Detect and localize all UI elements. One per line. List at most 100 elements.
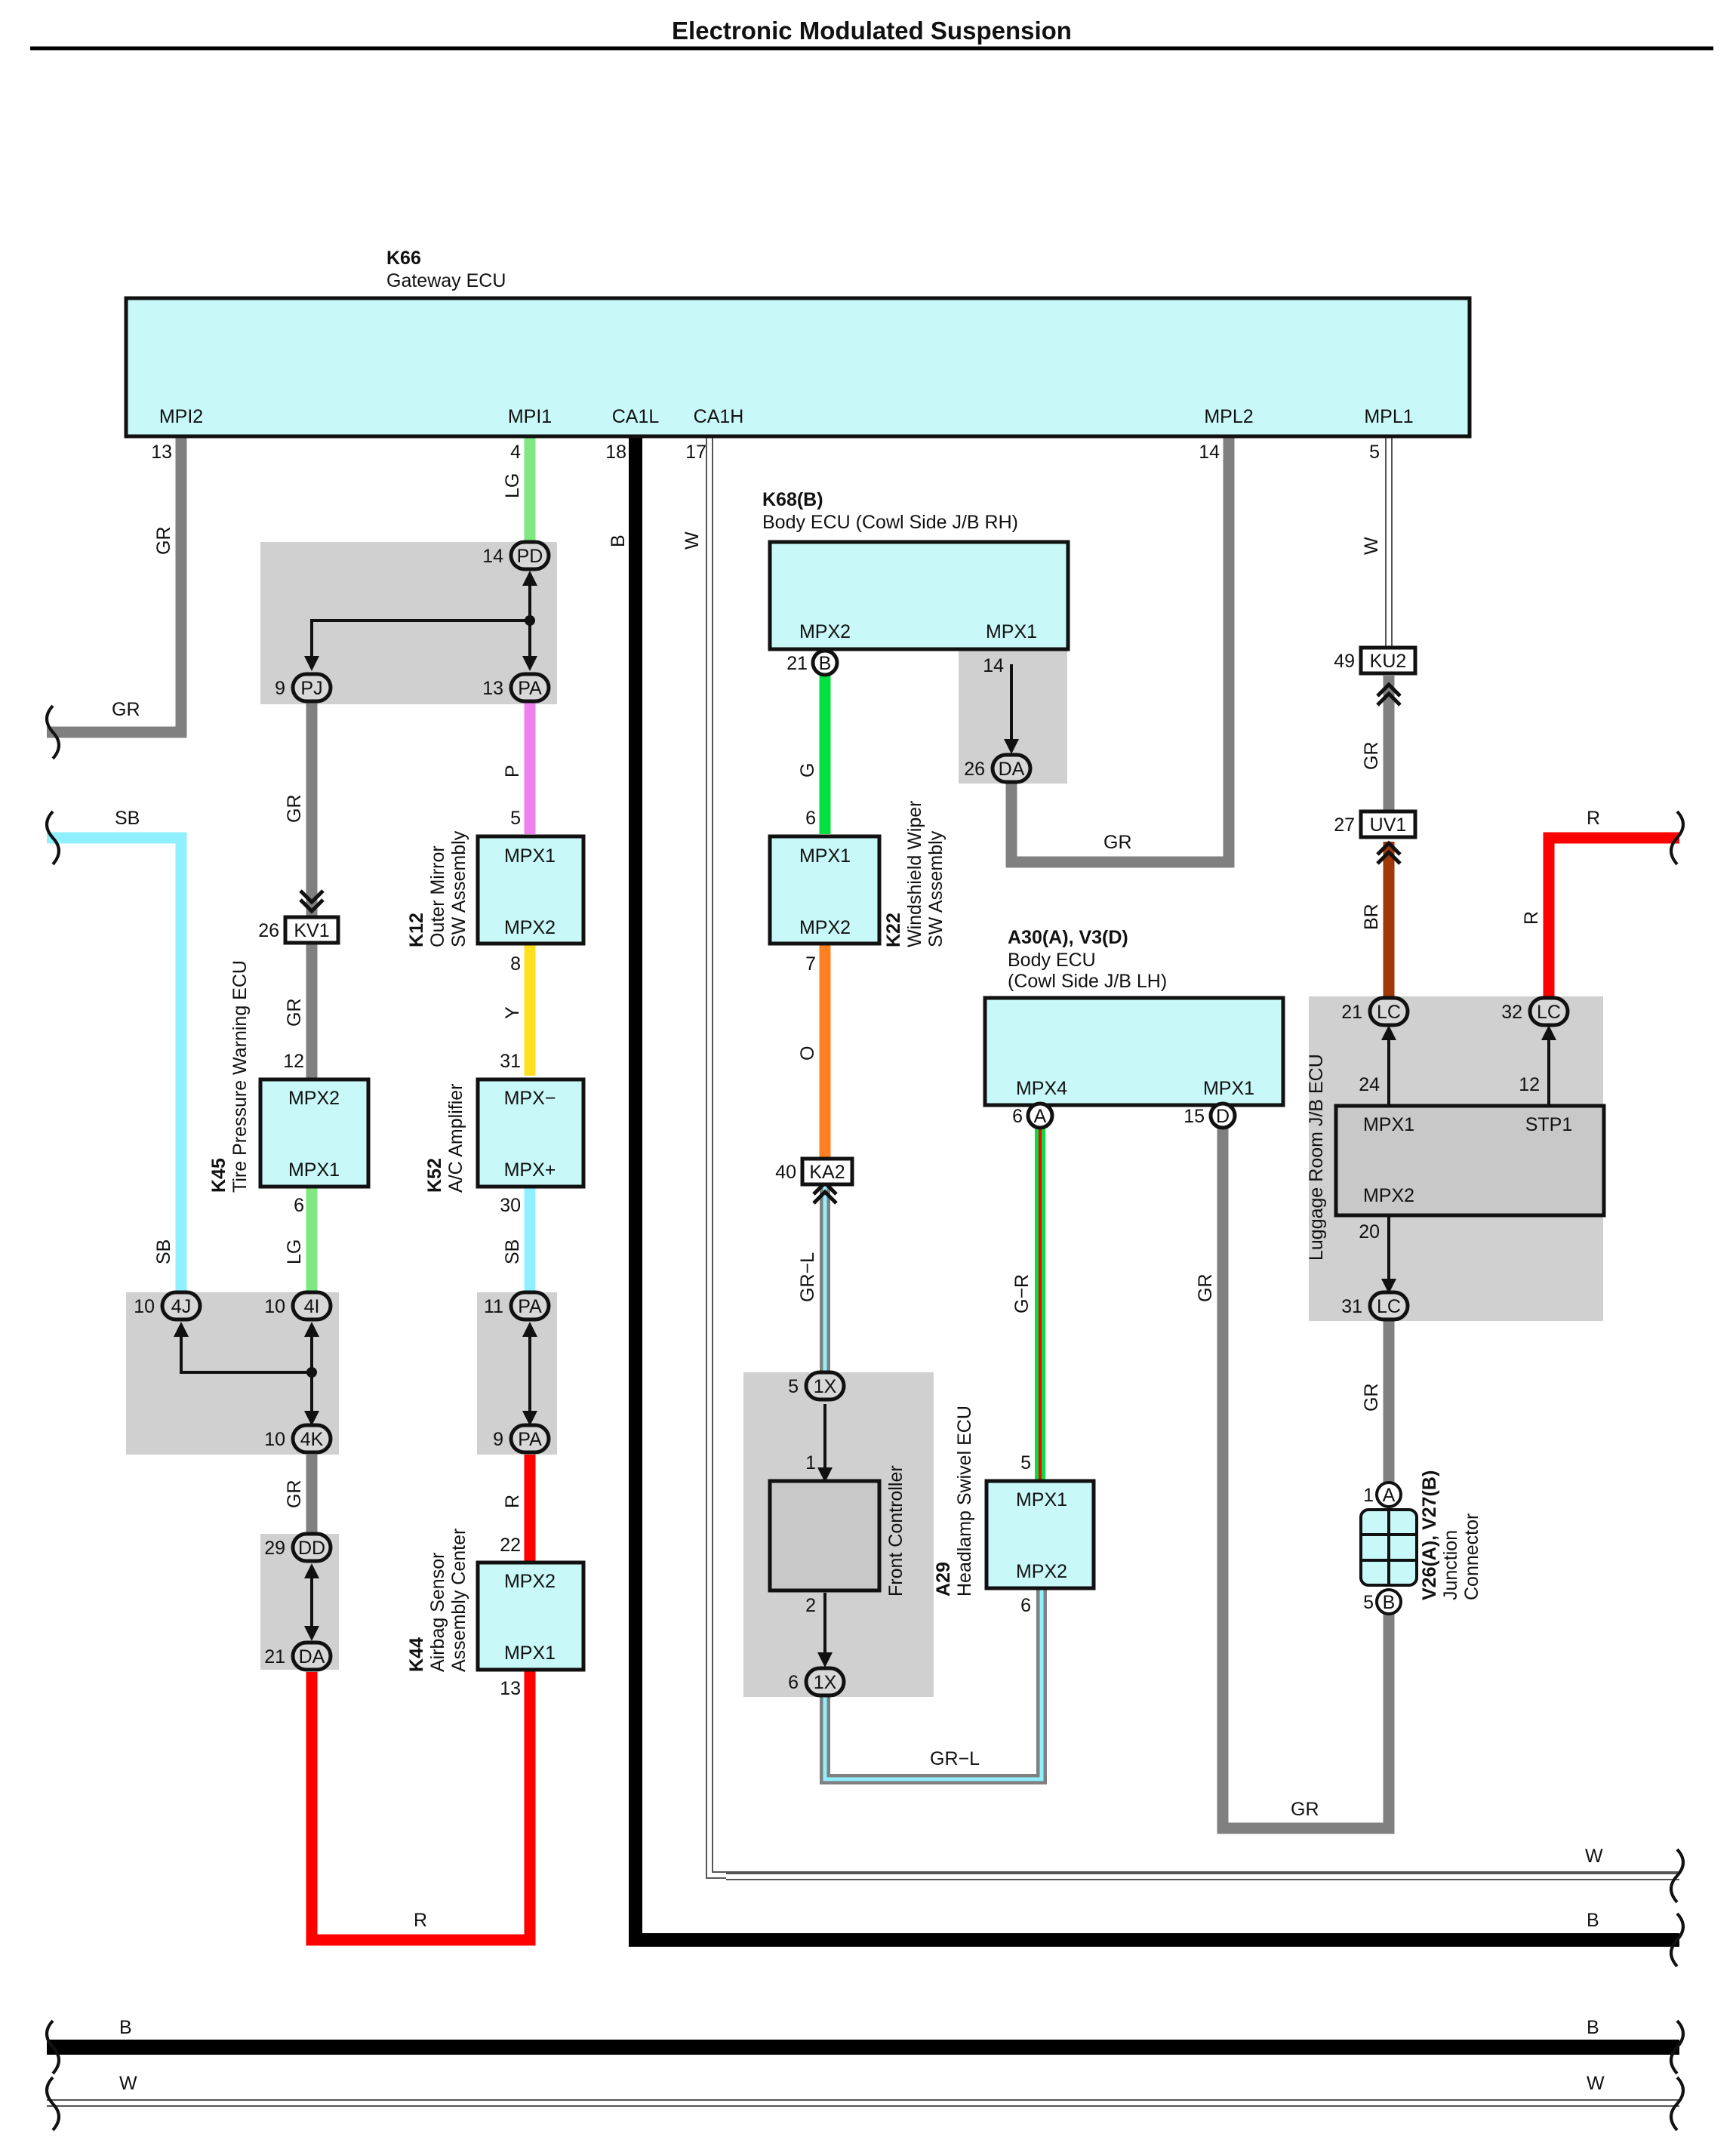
label-connectors-4i: 4I — [304, 1296, 320, 1317]
connector-codes: PD PJ PA KV1 4J 4I 4K DD DA PA PA B DA A… — [171, 546, 1561, 1693]
label-connectors-da: DA — [999, 759, 1025, 780]
outer-mirror-name-1: Outer Mirror — [427, 845, 448, 947]
label-pins-mpx1: MPX1 — [1203, 1078, 1254, 1099]
label-pin-numbers-n15: 15 — [1183, 1106, 1205, 1127]
body-ecu-lh-name-1: Body ECU — [1008, 950, 1096, 971]
gateway-ecu-code: K66 — [386, 248, 421, 269]
label-wire-labels-sb: SB — [153, 1239, 174, 1264]
wiper-sw-name-2: SW Assembly — [925, 830, 946, 947]
label-wire-labels-r: R — [502, 1495, 523, 1508]
label-connectors-b: B — [1383, 1592, 1396, 1613]
tire-pressure-box — [258, 1077, 371, 1189]
label-wire-labels-w: W — [1585, 1846, 1603, 1867]
label-connectors-1x: 1X — [814, 1672, 837, 1693]
inline-chevrons — [299, 682, 1402, 1205]
label-pins-mpx1: MPX1 — [1363, 1114, 1414, 1135]
label-pin-numbers-n20: 20 — [1359, 1221, 1380, 1242]
label-pin-numbers-n6: 6 — [805, 808, 816, 829]
label-pin-numbers-n1: 1 — [805, 1452, 816, 1473]
label-wire-labels-sb: SB — [502, 1239, 523, 1264]
label-pin-numbers-n14: 14 — [983, 655, 1004, 676]
label-pins-mpx2: MPX2 — [504, 1571, 556, 1592]
label-connectors-da: DA — [299, 1646, 325, 1667]
label-wire-labels-lg: LG — [502, 473, 523, 498]
label-pin-numbers-n8: 8 — [510, 953, 521, 975]
label-pin-numbers-n14: 14 — [482, 546, 503, 567]
label-pin-numbers-n13: 13 — [482, 678, 503, 699]
label-wire-labels-b: B — [1587, 1910, 1599, 1931]
label-pins-mpx2: MPX2 — [1363, 1185, 1414, 1206]
body-ecu-lh-name-2: (Cowl Side J/B LH) — [1008, 971, 1167, 992]
tire-pressure-name: Tire Pressure Warning ECU — [229, 960, 251, 1193]
label-wire-labels-gr: GR — [1291, 1799, 1319, 1820]
pin-number-labels: 13 4 18 17 14 5 14 9 13 5 8 31 30 26 12 … — [134, 442, 1540, 1699]
label-pins-mpx2: MPX2 — [504, 917, 556, 938]
label-connectors-ku2: KU2 — [1370, 651, 1407, 672]
headlamp-swivel-code: A29 — [933, 1562, 954, 1597]
junction-connector-code: V26(A), V27(B) — [1419, 1470, 1440, 1600]
label-wire-labels-gr: GR — [153, 527, 174, 556]
label-pins-mpxp: MPX+ — [504, 1159, 556, 1181]
wires — [47, 438, 1679, 2107]
label-pin-numbers-n9: 9 — [493, 1429, 503, 1450]
label-pins-mpi1: MPI1 — [508, 406, 552, 427]
label-wire-labels-r: R — [414, 1910, 427, 1931]
label-pin-numbers-n21: 21 — [786, 653, 808, 674]
label-pin-numbers-n10: 10 — [264, 1296, 285, 1317]
page-title: Electronic Modulated Suspension — [672, 17, 1072, 45]
gateway-ecu-box — [124, 296, 1472, 439]
label-wire-labels-gr: GR — [1361, 1384, 1382, 1412]
junction-pins — [1375, 1481, 1402, 1615]
label-pins-mpx1: MPX1 — [288, 1159, 340, 1181]
junction-connector-name-2: Connector — [1461, 1513, 1482, 1600]
label-pin-numbers-n26: 26 — [964, 759, 985, 780]
label-wire-labels-gr: GR — [284, 1480, 305, 1509]
label-pin-numbers-n21: 21 — [1341, 1002, 1362, 1023]
airbag-sensor-box — [476, 1560, 586, 1672]
label-pin-numbers-mpl2: 14 — [1199, 442, 1220, 463]
label-pin-numbers-n5: 5 — [510, 808, 521, 829]
label-pin-numbers-n32: 32 — [1501, 1002, 1522, 1023]
label-pins-mpx1: MPX1 — [1016, 1489, 1067, 1510]
junction-connector-block — [1359, 1508, 1418, 1587]
label-wire-labels-gr: GR — [1195, 1274, 1216, 1303]
label-connectors-dd: DD — [298, 1538, 325, 1559]
label-pin-numbers-mpl1: 5 — [1369, 442, 1380, 463]
label-connectors-pa: PA — [518, 678, 542, 699]
label-pin-numbers-n29: 29 — [264, 1538, 285, 1559]
label-wire-labels-br: BR — [1361, 904, 1382, 930]
headlamp-swivel-box — [984, 1479, 1096, 1590]
label-wire-labels-gr-l: GR−L — [797, 1252, 818, 1302]
luggage-jb-name: Luggage Room J/B ECU — [1306, 1054, 1327, 1261]
label-wire-labels-gr: GR — [1361, 742, 1382, 771]
wiper-sw-box — [768, 834, 882, 946]
label-pin-numbers-n6: 6 — [1020, 1595, 1031, 1616]
label-wire-labels-b: B — [608, 534, 629, 547]
label-pin-numbers-n12: 12 — [1519, 1074, 1540, 1095]
label-connectors-lc: LC — [1537, 1002, 1561, 1023]
outer-mirror-code: K12 — [406, 913, 427, 947]
break-marks — [45, 704, 1685, 2132]
label-connectors-4k: 4K — [300, 1429, 324, 1450]
component-labels: K66 Gateway ECU K68(B) Body ECU (Cowl Si… — [208, 248, 1482, 1672]
label-pin-numbers-n6: 6 — [1012, 1106, 1023, 1127]
label-pin-numbers-n22: 22 — [500, 1535, 521, 1556]
label-connectors-ka2: KA2 — [809, 1162, 845, 1183]
wiper-sw-name-1: Windshield Wiper — [904, 800, 925, 947]
label-pin-numbers-n31: 31 — [500, 1051, 521, 1072]
airbag-sensor-name-2: Assembly Center — [448, 1529, 469, 1672]
label-wire-labels-g: G — [797, 763, 818, 777]
label-pin-numbers-n2: 2 — [805, 1595, 816, 1616]
label-connectors-kv1: KV1 — [294, 920, 329, 941]
label-pin-numbers-n31: 31 — [1341, 1296, 1362, 1317]
component-boxes — [124, 296, 1606, 1672]
tire-pressure-code: K45 — [208, 1158, 229, 1193]
label-pin-numbers-n12: 12 — [283, 1051, 304, 1072]
label-pins-mpx2: MPX2 — [799, 621, 851, 642]
label-connectors-a: A — [1034, 1106, 1047, 1127]
label-connectors-pa: PA — [518, 1429, 542, 1450]
label-wire-labels-b: B — [119, 2017, 132, 2038]
body-ecu-rh-code: K68(B) — [762, 489, 823, 510]
body-ecu-rh-box — [768, 540, 1070, 651]
